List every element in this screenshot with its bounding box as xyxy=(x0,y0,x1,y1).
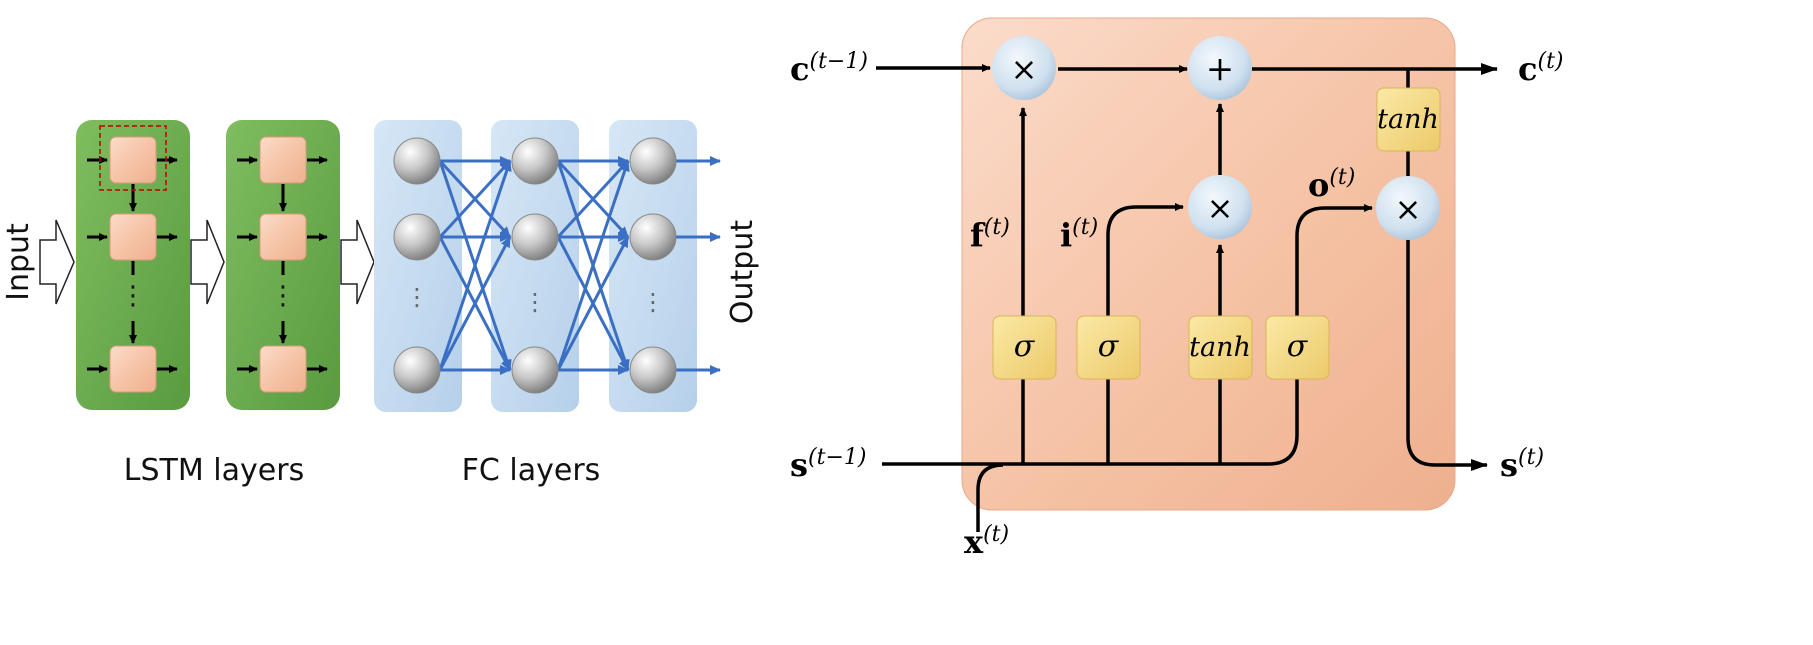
fc-nodes xyxy=(393,137,677,394)
input-gate-label: σ xyxy=(1098,329,1120,364)
fc-neuron xyxy=(511,137,559,185)
fc-neuron xyxy=(629,346,677,394)
i-label: i(t) xyxy=(1060,215,1098,254)
output-multiply-symbol: × xyxy=(1395,190,1422,228)
s-out-line xyxy=(1406,238,1488,471)
fc-neuron xyxy=(393,137,441,185)
forget-gate-label: σ xyxy=(1014,329,1036,364)
cell-lines xyxy=(876,63,1498,532)
output-gate-label: σ xyxy=(1287,329,1309,364)
fc-neuron xyxy=(393,346,441,394)
input-multiply: × xyxy=(1188,175,1252,239)
fc-neuron xyxy=(511,213,559,261)
lstm-cell xyxy=(259,345,307,393)
lstm-layers-caption: LSTM layers xyxy=(124,453,304,488)
o-label: o(t) xyxy=(1308,165,1355,204)
s-prev-label: s(t−1) xyxy=(790,445,866,484)
output-gate-sigmoid: σ xyxy=(1265,315,1330,380)
lstm-cell xyxy=(109,213,157,261)
candidate-tanh-label: tanh xyxy=(1189,332,1251,363)
fc-vdots-2: ⋮ xyxy=(523,288,547,316)
output-label: Output xyxy=(725,220,760,324)
cell-add-symbol: + xyxy=(1206,49,1235,89)
f-label: f(t) xyxy=(970,215,1010,254)
x-in-line xyxy=(976,463,1004,532)
input-arrow xyxy=(39,219,75,305)
lstm-cell-diagram: × + × × σ σ tanh σ xyxy=(790,17,1564,561)
fc-neuron xyxy=(511,346,559,394)
x-label: x(t) xyxy=(964,522,1009,561)
s-next-label: s(t) xyxy=(1500,445,1544,484)
lstm-connect-arrow-2 xyxy=(340,219,375,305)
fc-neuron xyxy=(629,137,677,185)
lstm-cell xyxy=(109,345,157,393)
input-gate-sigmoid: σ xyxy=(1076,315,1141,380)
fc-neuron xyxy=(629,213,677,261)
lstm-vdots-1: ⋮ xyxy=(120,281,146,311)
fc-vdots-1: ⋮ xyxy=(405,283,429,311)
lstm-vdots-2: ⋮ xyxy=(270,281,296,311)
fc-layer-2 xyxy=(491,120,579,412)
c-next-label: c(t) xyxy=(1518,49,1564,88)
o-gate-line xyxy=(1267,204,1373,466)
architecture-diagram: Input ⋮ ⋮ ⋮ ⋮ ⋮ Output LSTM layers FC la… xyxy=(1,120,760,488)
i-gate-line xyxy=(1106,203,1184,464)
cell-output-tanh-label: tanh xyxy=(1377,104,1439,135)
lstm-connect-arrow-1 xyxy=(190,219,225,305)
output-multiply: × xyxy=(1376,176,1440,240)
fc-neuron xyxy=(393,213,441,261)
fc-connection xyxy=(438,236,512,371)
fc-layer-3 xyxy=(609,120,697,412)
lstm-cell xyxy=(259,213,307,261)
lstm-cells xyxy=(87,136,328,393)
fc-connection xyxy=(556,236,630,371)
input-label: Input xyxy=(1,223,36,301)
fc-connection xyxy=(438,160,512,371)
lstm-cell xyxy=(259,136,307,184)
c-prev-label: c(t−1) xyxy=(790,49,868,88)
fc-layers-caption: FC layers xyxy=(462,453,601,488)
input-multiply-symbol: × xyxy=(1207,189,1234,227)
cell-add: + xyxy=(1188,36,1252,100)
cell-background xyxy=(961,17,1456,511)
fc-layer-1 xyxy=(374,120,462,412)
cell-output-tanh: tanh xyxy=(1376,87,1441,152)
forget-gate-sigmoid: σ xyxy=(992,315,1057,380)
lstm-cell xyxy=(109,136,157,184)
highlighted-cell-box xyxy=(99,125,167,191)
forget-multiply: × xyxy=(992,36,1056,100)
fc-edges xyxy=(438,156,721,375)
candidate-tanh: tanh xyxy=(1188,315,1253,380)
fc-connection xyxy=(556,160,630,371)
fc-connection xyxy=(438,159,512,239)
forget-multiply-symbol: × xyxy=(1011,50,1038,88)
fc-connection xyxy=(556,159,630,239)
fc-vdots-3: ⋮ xyxy=(641,288,665,316)
